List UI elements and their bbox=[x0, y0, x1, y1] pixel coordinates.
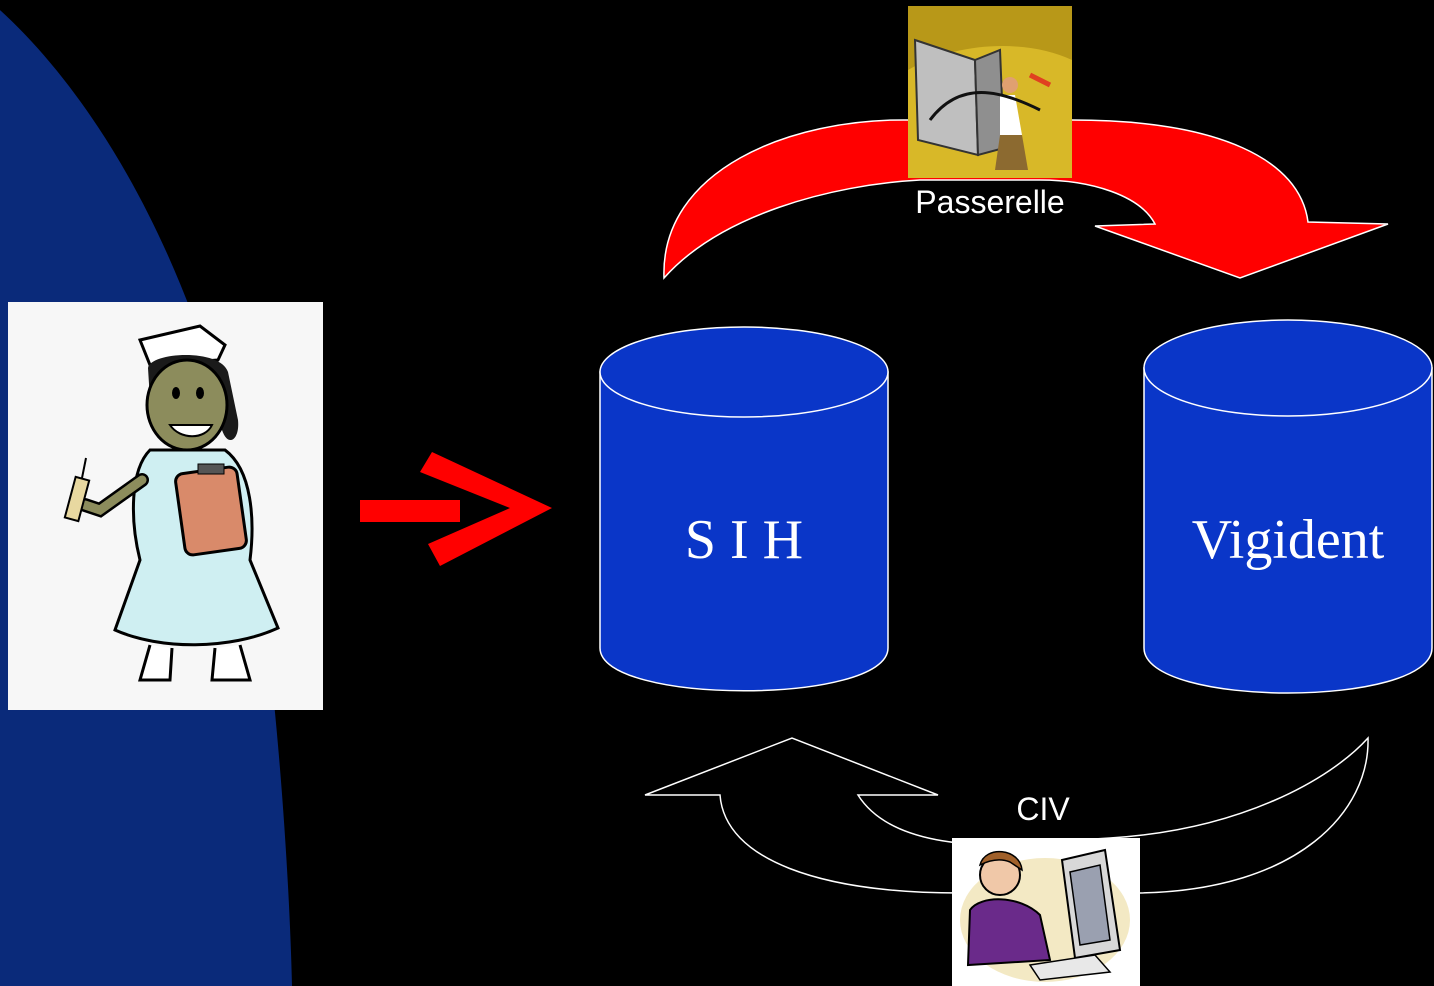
sih-database-cylinder: S I H bbox=[599, 326, 889, 692]
vigident-database-cylinder: Vigident bbox=[1143, 319, 1433, 694]
vigident-label: Vigident bbox=[1192, 509, 1385, 571]
operator-computer-icon bbox=[952, 838, 1140, 986]
civ-label: CIV bbox=[1016, 791, 1070, 827]
bottom-return-arrow bbox=[644, 736, 1369, 894]
top-transfer-arrow bbox=[663, 119, 1389, 280]
sih-label: S I H bbox=[685, 509, 803, 571]
nurse-clipart-icon bbox=[8, 302, 323, 710]
input-arrow bbox=[360, 452, 552, 566]
passerelle-label: Passerelle bbox=[915, 184, 1064, 220]
gateway-connector-icon bbox=[908, 6, 1072, 178]
